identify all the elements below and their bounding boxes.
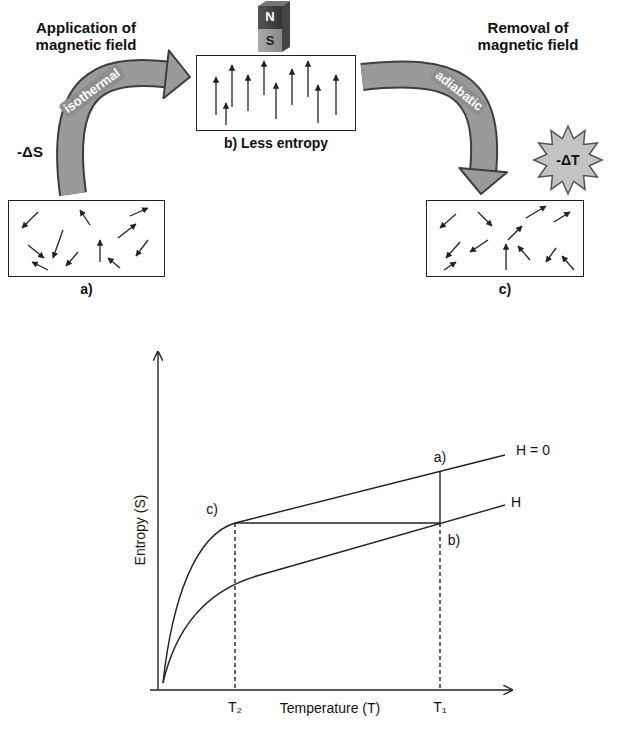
- point-label: a): [434, 449, 446, 465]
- step-title: Application of magnetic field: [31, 19, 141, 54]
- temperature-change: -ΔT: [556, 152, 579, 168]
- spin-box: c): [426, 200, 584, 277]
- point-label: b): [448, 532, 460, 548]
- box-caption: c): [407, 281, 603, 297]
- pole-label: S: [266, 34, 275, 49]
- tick-label: T₁: [433, 699, 446, 715]
- process-arrow: [362, 74, 507, 194]
- point-label: c): [206, 501, 218, 517]
- step-title: Removal of magnetic field: [468, 19, 588, 54]
- entropy-change: -ΔS: [17, 143, 43, 160]
- curve-label: H: [511, 494, 521, 510]
- spin-arrows: [22, 61, 574, 270]
- pole-label: N: [265, 10, 274, 25]
- process-arrow: [70, 50, 190, 194]
- box-caption: a): [0, 281, 184, 297]
- box-caption: b) Less entropy: [177, 135, 375, 151]
- entropy-graph: [150, 352, 512, 690]
- axis-title: Entropy (S): [132, 495, 148, 566]
- spin-box: b) Less entropy: [196, 55, 356, 131]
- magnet: [258, 1, 290, 52]
- axis-title: Temperature (T): [280, 700, 380, 716]
- tick-label: T₂: [228, 699, 242, 715]
- curve-label: H = 0: [516, 442, 550, 458]
- temperature-burst: [534, 126, 602, 194]
- spin-box: a): [8, 200, 165, 277]
